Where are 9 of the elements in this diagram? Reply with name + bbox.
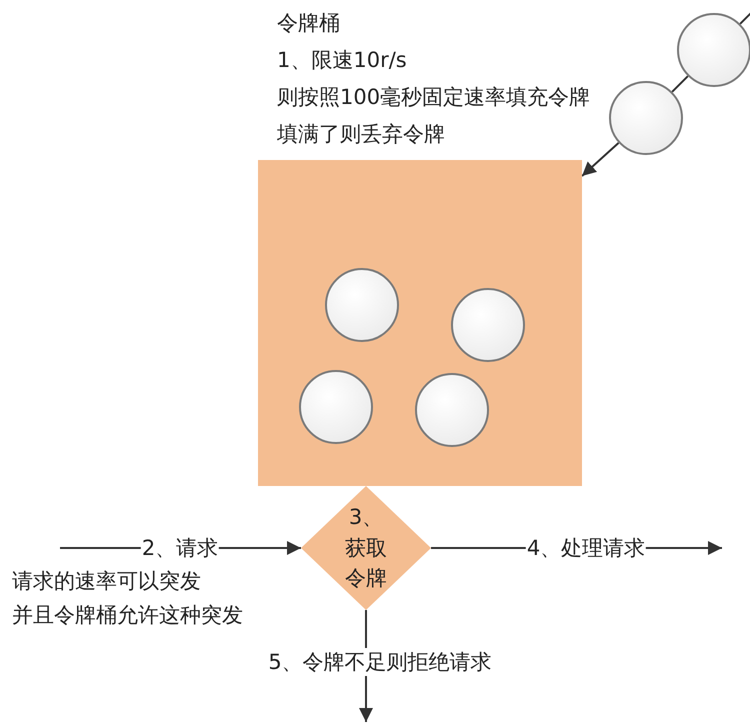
bucket-note: 令牌桶 — [277, 10, 341, 37]
bucket-note: 填满了则丢弃令牌 — [277, 121, 446, 148]
arrow — [581, 142, 620, 177]
diamond-text: 3、获取令牌 — [344, 504, 388, 592]
note-text: 并且令牌桶允许这种突发 — [12, 602, 243, 629]
bucket-note: 1、限速10r/s — [277, 47, 408, 74]
edge-label: 5、令牌不足则拒绝请求 — [267, 648, 493, 676]
note-text: 请求的速率可以突发 — [12, 568, 202, 595]
bucket-note: 则按照100毫秒固定速率填充令牌 — [277, 84, 590, 111]
